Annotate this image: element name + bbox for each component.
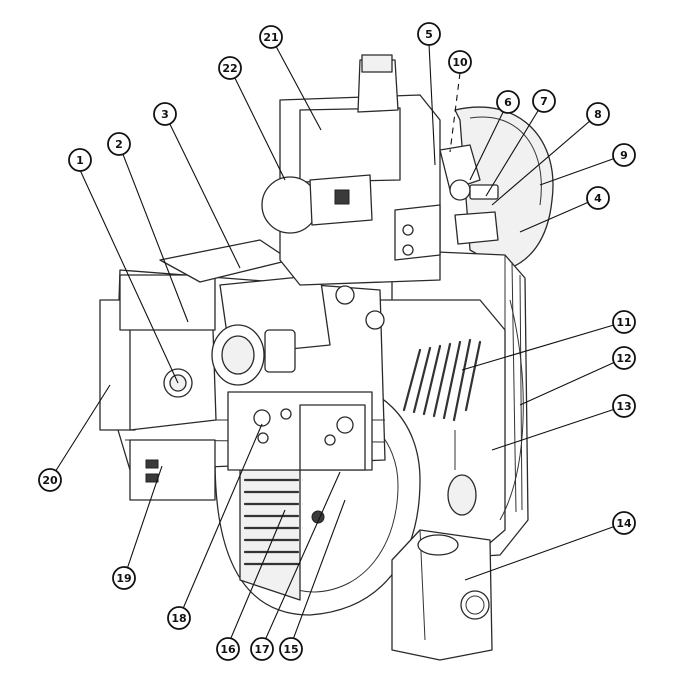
callout-label: 21 [263, 31, 278, 44]
callout-1: 1 [68, 148, 92, 172]
callout-label: 16 [220, 643, 236, 656]
fan-wheel [239, 469, 301, 601]
callout-label: 13 [616, 400, 631, 413]
callout-label: 4 [594, 192, 602, 205]
gas-valve-train [261, 54, 441, 330]
callout-3: 3 [153, 102, 177, 126]
callout-21: 21 [259, 25, 283, 49]
callout-5: 5 [417, 22, 441, 46]
callout-label: 20 [42, 474, 58, 487]
callout-label: 14 [616, 517, 632, 530]
callout-label: 5 [425, 28, 433, 41]
callout-17: 17 [250, 637, 274, 661]
callout-label: 2 [115, 138, 123, 151]
callout-label: 8 [594, 108, 602, 121]
callout-label: 15 [283, 643, 298, 656]
callout-11: 11 [612, 310, 636, 334]
gas-ball-valve [211, 274, 331, 386]
callout-label: 9 [620, 149, 628, 162]
callout-label: 18 [171, 612, 186, 625]
callout-4: 4 [586, 186, 610, 210]
callout-18: 18 [167, 606, 191, 630]
callout-label: 3 [161, 108, 169, 121]
callout-label: 6 [504, 96, 512, 109]
callout-7: 7 [532, 89, 556, 113]
callout-8: 8 [586, 102, 610, 126]
callout-19: 19 [112, 566, 136, 590]
leader-lines [49, 36, 625, 648]
callout-label: 22 [222, 62, 237, 75]
callout-label: 17 [254, 643, 269, 656]
callout-13: 13 [612, 394, 636, 418]
callout-label: 7 [540, 95, 548, 108]
callout-9: 9 [612, 143, 636, 167]
cable [499, 299, 524, 521]
callout-label: 11 [616, 316, 631, 329]
callout-12: 12 [612, 346, 636, 370]
callout-label: 12 [616, 352, 631, 365]
callout-15: 15 [279, 637, 303, 661]
callout-label: 10 [452, 56, 468, 69]
callout-20: 20 [38, 468, 62, 492]
callout-10: 10 [448, 50, 472, 74]
connector-block [129, 439, 216, 501]
callout-22: 22 [218, 56, 242, 80]
plug-connector-box [391, 529, 493, 661]
callout-label: 1 [76, 154, 84, 167]
callout-6: 6 [496, 90, 520, 114]
callout-2: 2 [107, 132, 131, 156]
callout-label: 19 [116, 572, 131, 585]
callout-14: 14 [612, 511, 636, 535]
callout-16: 16 [216, 637, 240, 661]
control-panel [227, 391, 373, 524]
